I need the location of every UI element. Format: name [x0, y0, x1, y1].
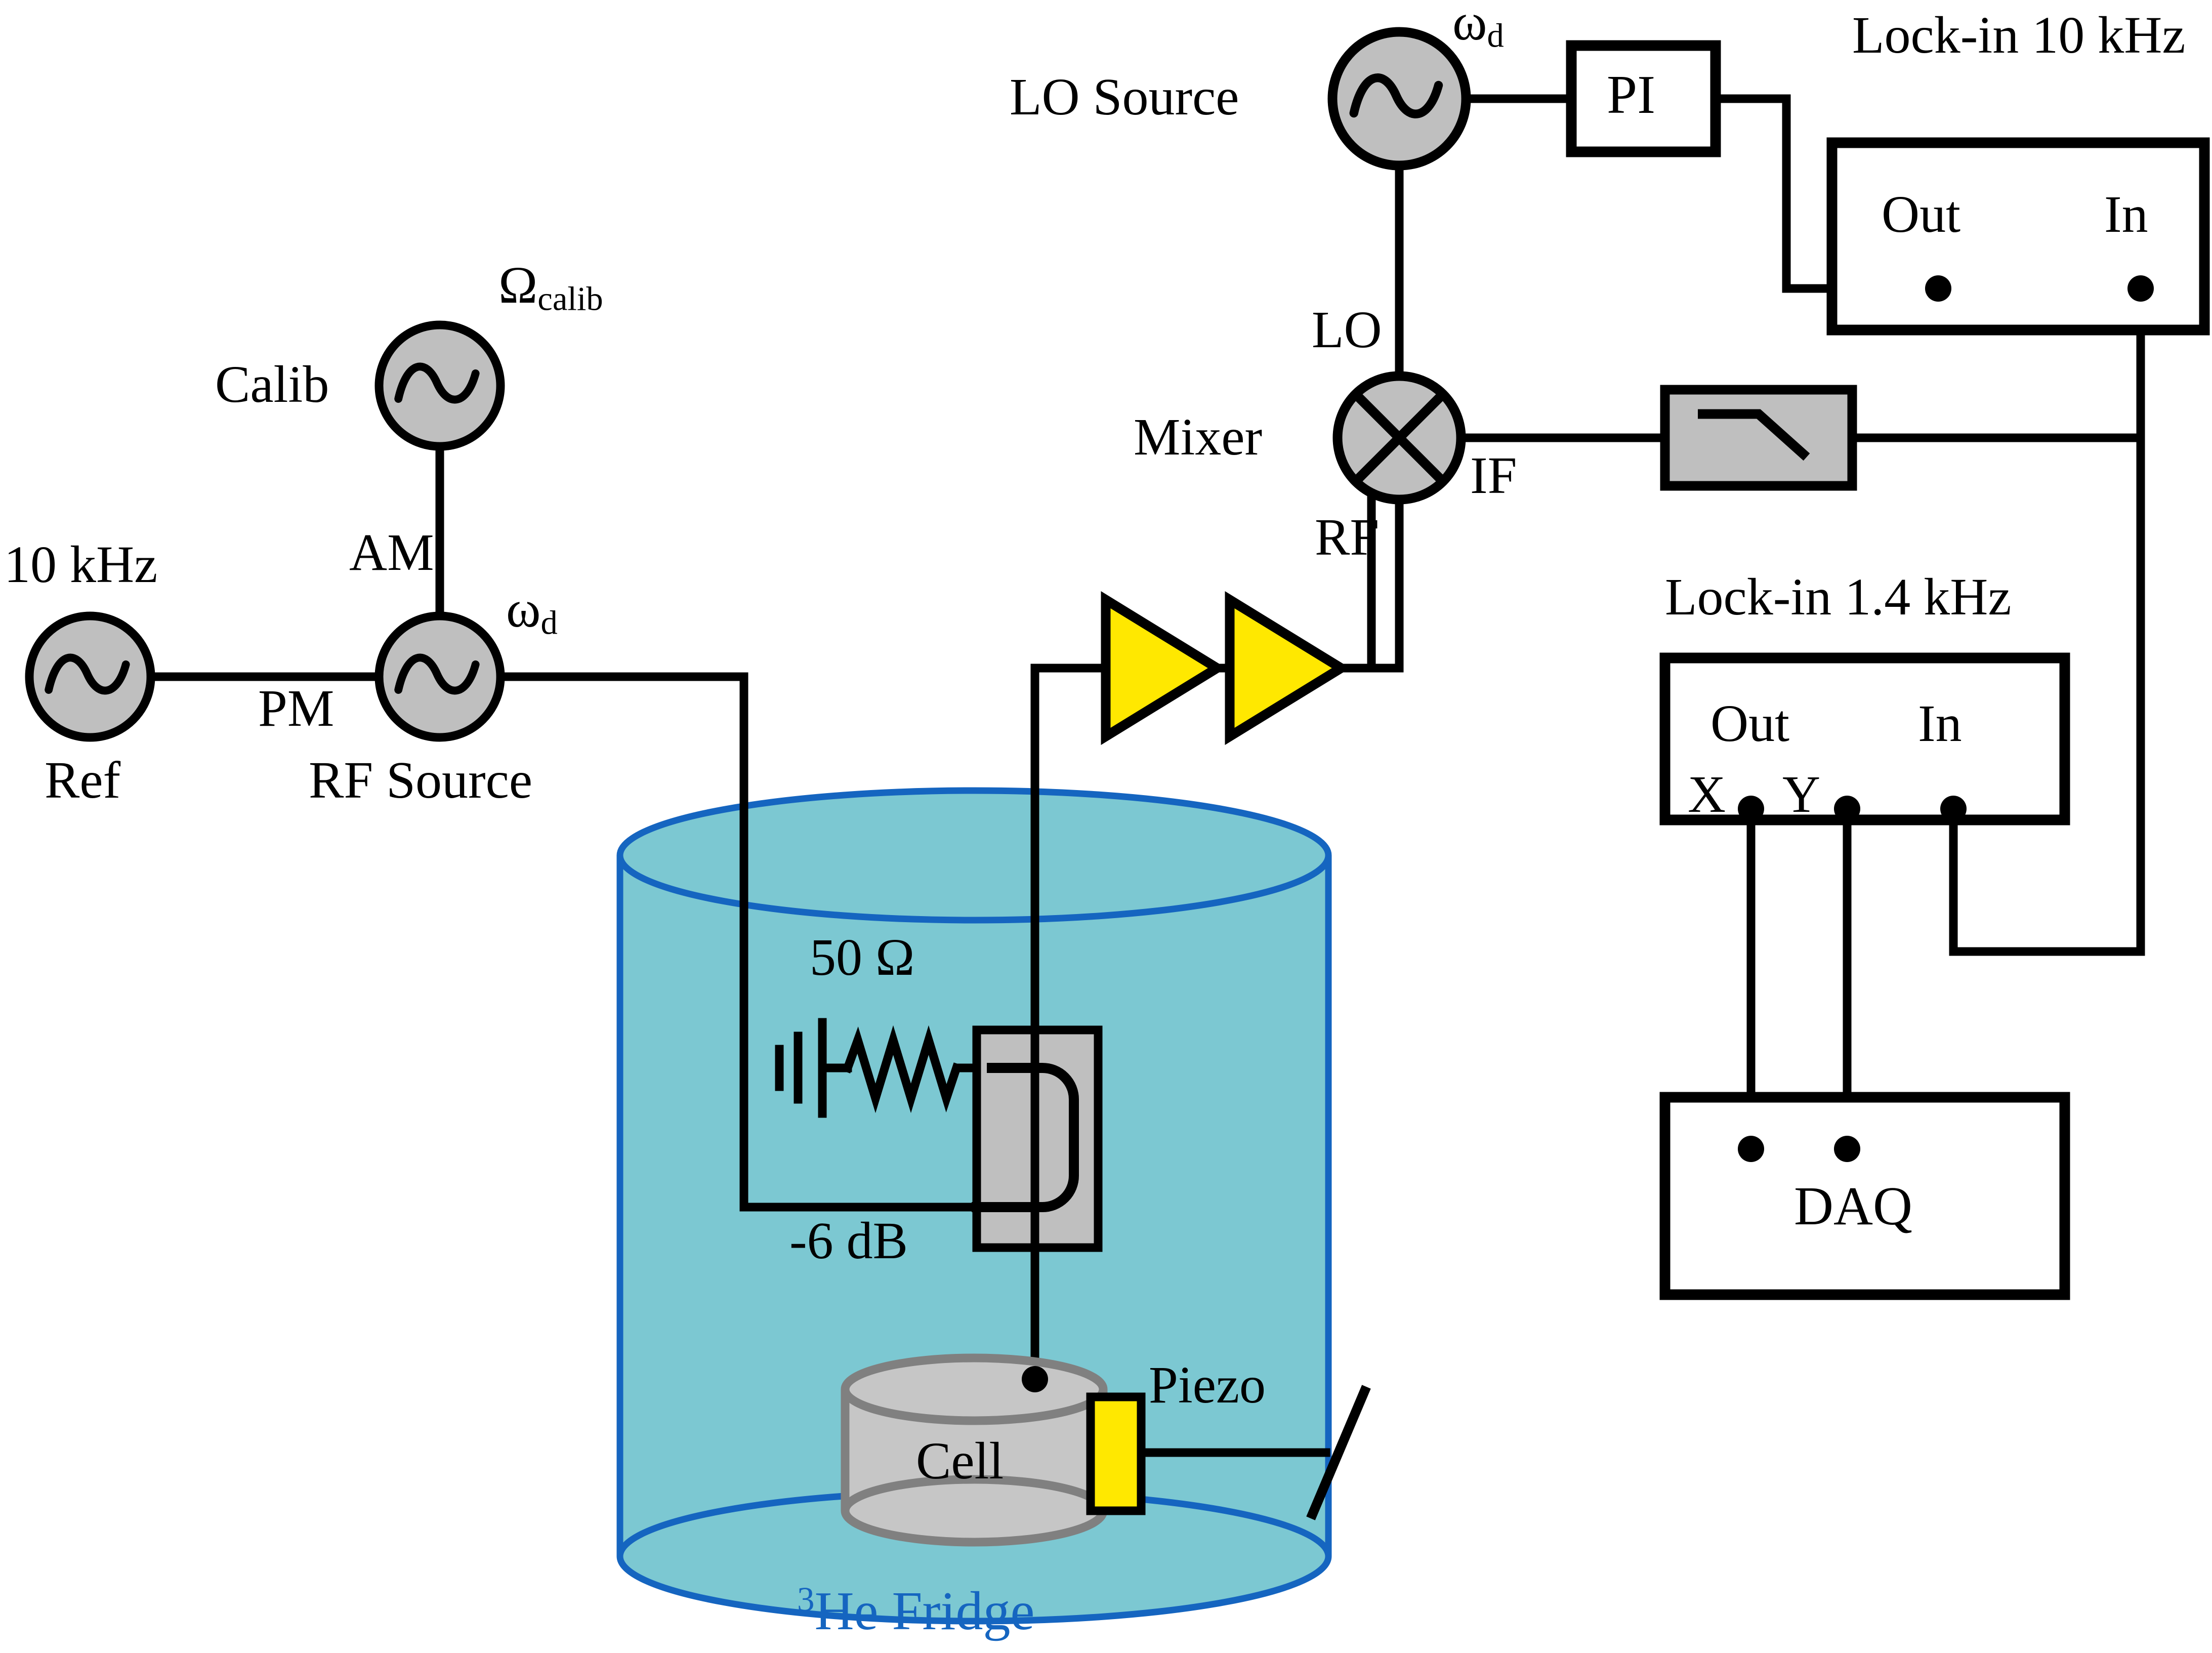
wire-bus-to-lockin1k4-in — [1949, 815, 2145, 956]
lo-source-label: LO Source — [1010, 68, 1239, 126]
rf-freq-label: ωd — [506, 583, 558, 640]
wire-rf-to-attenuator — [495, 672, 981, 1212]
coupler-block — [972, 1025, 1103, 1252]
lockin-14khz-y-label: Y — [1782, 765, 1821, 823]
amplifier-1 — [1101, 591, 1227, 745]
terminator-unit: Ω — [875, 928, 915, 986]
pi-controller-box — [1566, 40, 1721, 157]
source-calib — [374, 320, 505, 451]
lockin-10khz-title: Lock-in 10 kHz — [1852, 6, 2186, 64]
source-ref — [25, 611, 155, 742]
low-pass-filter — [1660, 385, 1857, 491]
calib-freq-base: Ω — [498, 256, 538, 314]
lo-freq-base: ω — [1452, 0, 1487, 51]
lockin-14khz-box — [1659, 652, 2070, 825]
calib-freq-label: Ωcalib — [498, 259, 603, 316]
lockin-14khz-in-terminal[interactable] — [1940, 796, 1967, 822]
source-lo — [1327, 27, 1471, 171]
rf-freq-sub: d — [540, 604, 558, 642]
amplifier-2 — [1225, 591, 1351, 745]
daq-box — [1659, 1092, 2070, 1300]
rf-freq-base: ω — [506, 580, 541, 638]
mixer-if-port-label: IF — [1470, 446, 1517, 505]
lockin-10khz-in-label: In — [2104, 185, 2148, 243]
pi-label: PI — [1607, 65, 1656, 125]
lockin-10khz-in-terminal[interactable] — [2127, 275, 2154, 302]
ref-freq-label: 10 kHz — [4, 535, 158, 594]
daq-y-terminal[interactable] — [1834, 1136, 1860, 1162]
lockin-10khz-out-terminal[interactable] — [1925, 275, 1951, 302]
source-rf — [374, 611, 505, 742]
lockin-14khz-in-label: In — [1918, 694, 1962, 753]
mixer — [1332, 371, 1478, 567]
am-label: AM — [349, 523, 434, 582]
cell-terminal-dot — [1022, 1366, 1048, 1392]
lo-freq-sub: d — [1487, 17, 1504, 55]
daq-x-terminal[interactable] — [1738, 1136, 1764, 1162]
wire-mixer-rf-down — [1341, 567, 1404, 673]
ref-label: Ref — [45, 751, 121, 809]
piezo-label: Piezo — [1149, 1356, 1266, 1414]
calib-freq-sub: calib — [537, 280, 603, 318]
fridge-label-sup: 3 — [797, 1580, 815, 1619]
low-pass-filter-icon — [1698, 409, 1810, 461]
lockin-14khz-title: Lock-in 1.4 kHz — [1665, 568, 2012, 626]
piezo-wire-break-icon — [1306, 1385, 1371, 1520]
daq-label: DAQ — [1794, 1176, 1912, 1236]
lockin-14khz-out-label: Out — [1710, 694, 1789, 753]
mixer-lo-port-label: LO — [1312, 301, 1382, 359]
lockin-14khz-out-x-terminal[interactable] — [1738, 796, 1764, 822]
lockin-14khz-out-y-terminal[interactable] — [1834, 796, 1860, 822]
lo-freq-label: ωd — [1452, 0, 1504, 53]
mixer-label: Mixer — [1134, 408, 1263, 466]
resistor-zigzag — [842, 1025, 962, 1113]
rf-source-label: RF Source — [309, 751, 532, 809]
wiring — [146, 94, 2145, 1457]
lockin-10khz-out-label: Out — [1882, 185, 1960, 243]
mixer-rf-port-label: RF — [1315, 508, 1380, 566]
terminator-label: 50 Ω — [810, 931, 914, 984]
calib-label: Calib — [215, 355, 329, 414]
lockin-14khz-x-label: X — [1688, 765, 1726, 823]
terminator-value: 50 — [810, 928, 862, 986]
pm-label: PM — [258, 679, 335, 737]
fridge-label-text: He Fridge — [814, 1581, 1035, 1641]
fridge-label: 3He Fridge — [797, 1582, 1034, 1639]
attenuator-label: -6 dB — [789, 1212, 908, 1270]
mixer-cross-icon-b — [1354, 393, 1444, 483]
cell-label: Cell — [916, 1432, 1004, 1490]
piezo-actuator — [1086, 1392, 1146, 1515]
